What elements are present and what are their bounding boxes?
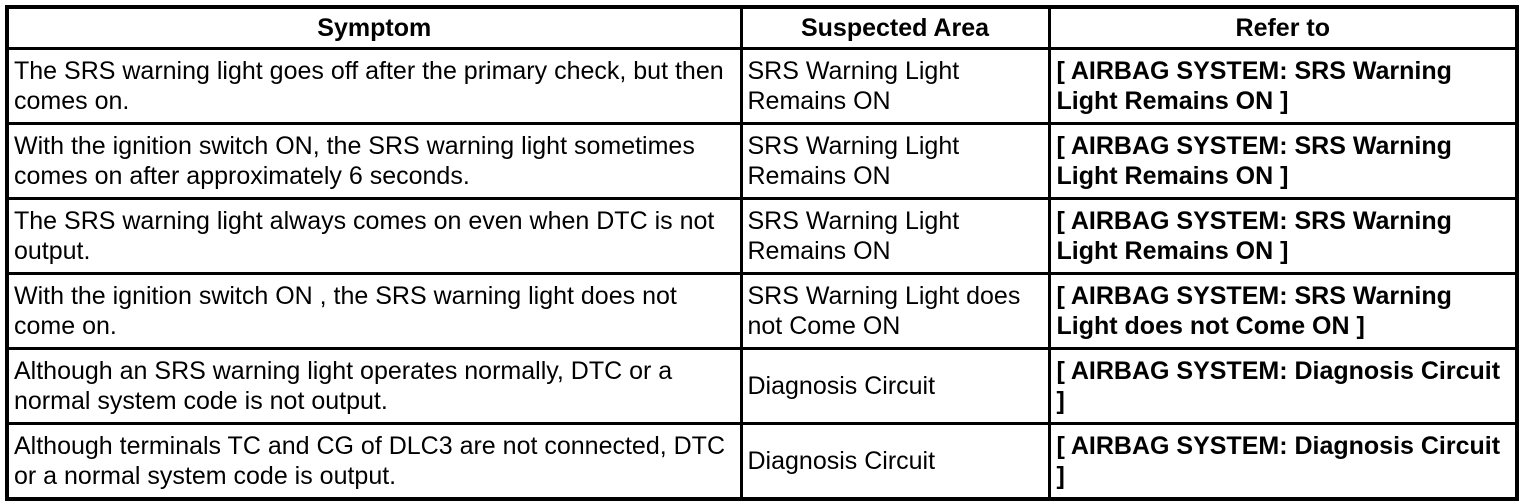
column-header-refer-to: Refer to [1047,5,1519,50]
refer-to-cell: [ AIRBAG SYSTEM: SRS Warning Light Remai… [1047,122,1519,200]
refer-to-cell: [ AIRBAG SYSTEM: Diagnosis Circuit ] [1047,422,1519,501]
symptom-cell: Although terminals TC and CG of DLC3 are… [5,422,743,501]
suspected-area-cell: SRS Warning Light Remains ON [739,122,1051,200]
table-row: With the ignition switch ON, the SRS war… [5,122,1519,200]
suspected-area-cell: Diagnosis Circuit [739,347,1051,425]
suspected-area-cell: Diagnosis Circuit [739,422,1051,501]
symptom-table: Symptom Suspected Area Refer to The SRS … [5,5,1519,501]
table-row: Although an SRS warning light operates n… [5,347,1519,425]
table-row: Although terminals TC and CG of DLC3 are… [5,422,1519,501]
refer-to-cell: [ AIRBAG SYSTEM: Diagnosis Circuit ] [1047,347,1519,425]
table-row: With the ignition switch ON , the SRS wa… [5,272,1519,350]
table-row: The SRS warning light goes off after the… [5,47,1519,125]
table-row: The SRS warning light always comes on ev… [5,197,1519,275]
refer-to-cell: [ AIRBAG SYSTEM: SRS Warning Light does … [1047,272,1519,350]
header-row: Symptom Suspected Area Refer to [5,5,1519,50]
symptom-cell: With the ignition switch ON, the SRS war… [5,122,743,200]
symptom-cell: Although an SRS warning light operates n… [5,347,743,425]
column-header-suspected-area: Suspected Area [739,5,1051,50]
suspected-area-cell: SRS Warning Light does not Come ON [739,272,1051,350]
suspected-area-cell: SRS Warning Light Remains ON [739,47,1051,125]
suspected-area-cell: SRS Warning Light Remains ON [739,197,1051,275]
refer-to-cell: [ AIRBAG SYSTEM: SRS Warning Light Remai… [1047,197,1519,275]
refer-to-cell: [ AIRBAG SYSTEM: SRS Warning Light Remai… [1047,47,1519,125]
symptom-cell: The SRS warning light goes off after the… [5,47,743,125]
column-header-symptom: Symptom [5,5,743,50]
symptom-cell: With the ignition switch ON , the SRS wa… [5,272,743,350]
symptom-cell: The SRS warning light always comes on ev… [5,197,743,275]
